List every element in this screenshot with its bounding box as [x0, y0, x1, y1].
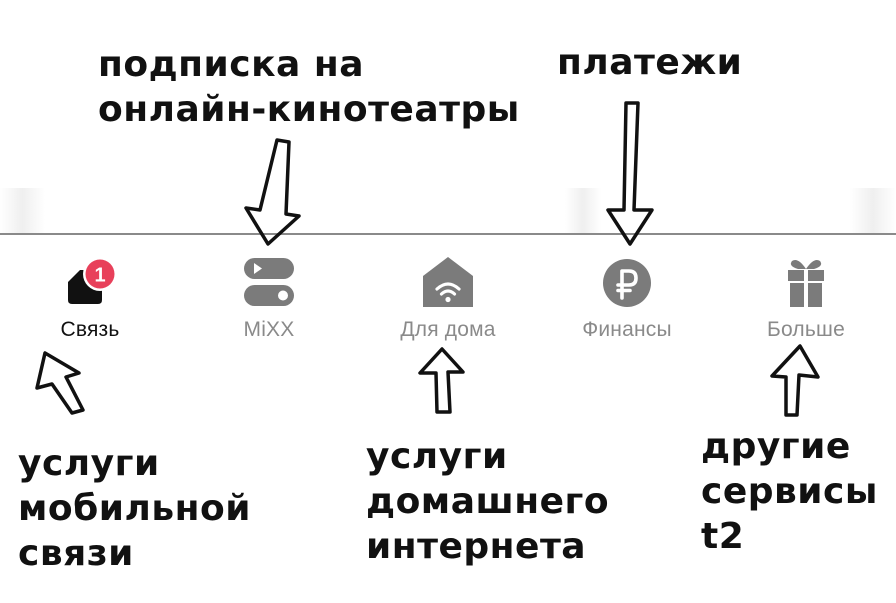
- tab-label: Финансы: [582, 318, 672, 341]
- tab-svyaz[interactable]: 1 Связь: [5, 250, 175, 345]
- content-strip: [0, 188, 45, 234]
- tab-finansy[interactable]: Финансы: [542, 250, 712, 345]
- home-wifi-icon: [423, 257, 473, 307]
- ruble-coin-icon: [603, 259, 651, 307]
- toggle-stack-icon: [244, 258, 294, 306]
- sim-card-icon: 1: [68, 257, 117, 304]
- content-strip: [565, 188, 601, 234]
- annotation-finansy: платежи: [557, 42, 743, 83]
- arrow-up-icon: [418, 347, 465, 414]
- tab-bolshe[interactable]: Больше: [721, 250, 891, 345]
- arrow-down-icon: [606, 101, 654, 246]
- annotation-mixx: подписка на онлайн-кинотеатры: [98, 44, 520, 130]
- tab-label: Больше: [767, 318, 845, 341]
- tab-label: Связь: [60, 318, 120, 341]
- tab-dlya-doma[interactable]: Для дома: [363, 250, 533, 345]
- arrow-up-icon: [770, 344, 820, 417]
- content-strip: [850, 188, 896, 234]
- annotation-bolshe: другие сервисы t2: [701, 426, 878, 557]
- annotation-dom: услуги домашнего интернета: [366, 436, 610, 567]
- tab-mixx[interactable]: MiXX: [184, 250, 354, 345]
- arrow-up-icon: [35, 351, 85, 415]
- notification-badge: 1: [94, 265, 105, 287]
- tab-label: Для дома: [400, 318, 496, 341]
- arrow-down-icon: [244, 138, 301, 246]
- tab-label: MiXX: [243, 318, 295, 341]
- annotation-svyaz: услуги мобильной связи: [18, 443, 251, 574]
- tabbar-divider: [0, 233, 896, 235]
- gift-icon: [788, 260, 824, 307]
